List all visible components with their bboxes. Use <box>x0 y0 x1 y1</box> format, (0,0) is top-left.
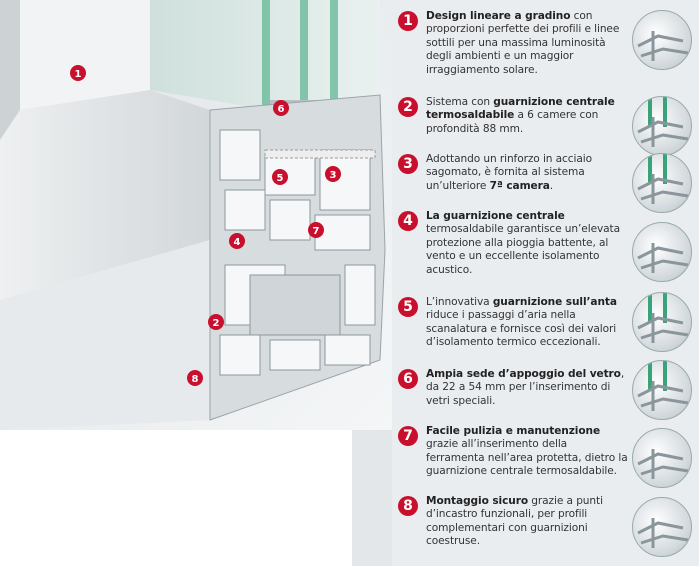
window-profile-illustration: 1 6 5 3 4 7 2 8 <box>0 0 392 430</box>
feature-text-pre: Adottando un rinforzo in acciaio sagomat… <box>426 153 592 192</box>
feature-text-rest: termosaldabile garantisce un’elevata pro… <box>426 223 620 276</box>
detail-thumbnail-8 <box>632 497 692 557</box>
feature-text-rest: riduce i passaggi d’aria nella scanalatu… <box>426 309 617 349</box>
feature-item-5: 5 L’innovativa guarnizione sull’anta rid… <box>398 296 628 350</box>
feature-text: Ampia sede d’appoggio del vetro, da 22 a… <box>426 368 628 408</box>
feature-text: La guarnizione centrale termosaldabile g… <box>426 210 628 277</box>
feature-text-bold: guarnizione centrale termosaldabile <box>426 96 615 122</box>
marker-2: 2 <box>208 314 224 330</box>
svg-text:2: 2 <box>213 318 220 329</box>
detail-thumbnail-2 <box>632 96 692 156</box>
feature-text-rest: a 6 camere con profondità 88 mm. <box>426 109 599 135</box>
feature-text: Adottando un rinforzo in acciaio sagomat… <box>426 153 628 193</box>
feature-item-7: 7 Facile pulizia e manutenzione grazie a… <box>398 425 628 479</box>
feature-text-bold: Montaggio sicuro <box>426 495 528 507</box>
feature-text-bold: 7ª camera <box>489 179 550 192</box>
marker-5: 5 <box>272 169 288 185</box>
number-badge: 2 <box>398 97 418 117</box>
number-badge: 6 <box>398 369 418 389</box>
feature-text: Facile pulizia e manutenzione grazie all… <box>426 425 628 479</box>
feature-text-rest: grazie a punti d’incastro funzionali, pe… <box>426 495 603 548</box>
feature-text: Sistema con guarnizione centrale termosa… <box>426 96 628 136</box>
detail-thumbnail-3 <box>632 153 692 213</box>
detail-thumbnail-5 <box>632 292 692 352</box>
feature-text-rest: . <box>549 179 554 192</box>
feature-text-bold: Facile pulizia e manutenzione <box>426 425 601 437</box>
number-badge: 1 <box>398 11 418 31</box>
svg-text:3: 3 <box>330 170 337 181</box>
feature-item-8: 8 Montaggio sicuro grazie a punti d’inca… <box>398 495 628 549</box>
feature-item-2: 2 Sistema con guarnizione centrale termo… <box>398 96 628 136</box>
feature-text: Design lineare a gradino con proporzioni… <box>426 10 628 77</box>
feature-text: Montaggio sicuro grazie a punti d’incast… <box>426 495 628 549</box>
number-badge: 8 <box>398 496 418 516</box>
svg-text:5: 5 <box>277 173 284 184</box>
number-badge: 7 <box>398 426 418 446</box>
detail-thumbnail-6 <box>632 360 692 420</box>
svg-text:8: 8 <box>192 374 199 385</box>
number-badge: 3 <box>398 154 418 174</box>
marker-7: 7 <box>308 222 324 238</box>
feature-text-bold: La guarnizione centrale <box>426 210 565 222</box>
number-badge: 5 <box>398 297 418 317</box>
feature-text-bold: Design lineare a gradino <box>426 10 571 22</box>
feature-item-6: 6 Ampia sede d’appoggio del vetro, da 22… <box>398 368 628 408</box>
marker-8: 8 <box>187 370 203 386</box>
feature-text: L’innovativa guarnizione sull’anta riduc… <box>426 296 628 350</box>
feature-text-rest: grazie all’inserimento della ferramenta … <box>426 438 628 478</box>
feature-item-1: 1 Design lineare a gradino con proporzio… <box>398 10 628 77</box>
svg-text:4: 4 <box>234 237 241 248</box>
feature-text-rest: , da 22 a 54 mm per l’inserimento di vet… <box>426 368 625 407</box>
marker-4: 4 <box>229 233 245 249</box>
number-badge: 4 <box>398 211 418 231</box>
feature-text-rest: con proporzioni perfette dei profili e l… <box>426 10 620 76</box>
svg-text:1: 1 <box>75 69 82 80</box>
features-panel: 1 Design lineare a gradino con proporzio… <box>392 0 699 566</box>
feature-item-3: 3 Adottando un rinforzo in acciaio sagom… <box>398 153 628 193</box>
marker-6: 6 <box>273 100 289 116</box>
feature-text-bold: guarnizione sull’anta <box>492 296 617 308</box>
svg-text:6: 6 <box>278 104 285 115</box>
feature-text-pre: L’innovativa <box>426 296 493 308</box>
feature-text-bold: Ampia sede d’appoggio del vetro <box>426 368 621 380</box>
feature-text-pre: Sistema con <box>426 96 494 108</box>
svg-text:7: 7 <box>313 226 320 237</box>
detail-thumbnail-7 <box>632 428 692 488</box>
feature-item-4: 4 La guarnizione centrale termosaldabile… <box>398 210 628 277</box>
marker-1: 1 <box>70 65 86 81</box>
marker-3: 3 <box>325 166 341 182</box>
decorative-strip <box>352 430 392 566</box>
detail-thumbnail-1 <box>632 10 692 70</box>
detail-thumbnail-4 <box>632 222 692 282</box>
